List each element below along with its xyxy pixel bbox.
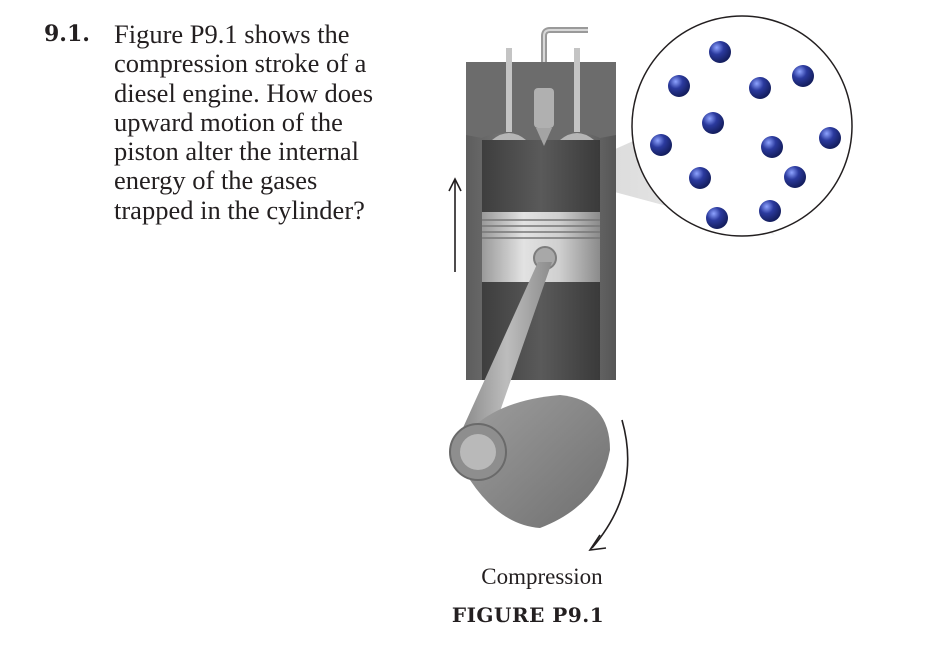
intake-valve-stem: [506, 48, 512, 132]
figure-caption: Compression: [464, 562, 620, 592]
rotation-arrowhead: [590, 535, 606, 550]
gas-molecule: [819, 127, 841, 149]
crank-journal-face: [460, 434, 496, 470]
gas-magnifier-circle: [632, 16, 852, 236]
gas-molecule: [761, 136, 783, 158]
gas-molecule: [706, 207, 728, 229]
gas-molecule: [650, 134, 672, 156]
gas-molecule: [792, 65, 814, 87]
gas-molecule: [702, 112, 724, 134]
gas-molecule: [709, 41, 731, 63]
exhaust-valve-stem: [574, 48, 580, 132]
gas-molecule: [784, 166, 806, 188]
gas-molecule: [689, 167, 711, 189]
gas-molecule: [749, 77, 771, 99]
gas-molecule: [668, 75, 690, 97]
figure-label: FIGURE P9.1: [438, 603, 618, 627]
gas-molecule: [759, 200, 781, 222]
fuel-injector: [534, 88, 554, 128]
